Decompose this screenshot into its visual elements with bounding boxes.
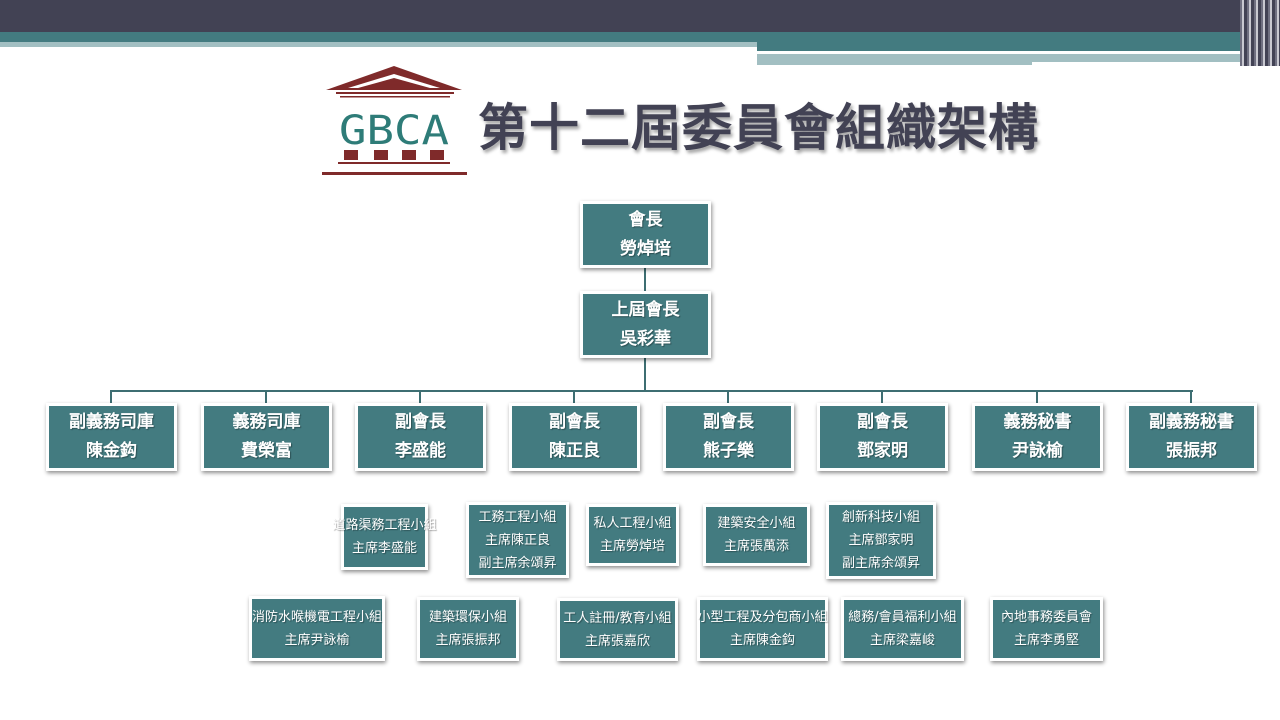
- name: 費榮富: [241, 441, 292, 461]
- connector-drop: [265, 390, 267, 406]
- header-bar: [0, 0, 1280, 32]
- connector-drop: [573, 390, 575, 406]
- committee-name: 私人工程小組: [593, 516, 672, 531]
- connector-drop: [727, 390, 729, 406]
- committee-chair: 主席張振邦: [435, 633, 501, 648]
- connector-drop: [1190, 390, 1192, 406]
- officer-box: 副會長熊子樂: [663, 403, 794, 471]
- committee-chair: 主席陳金鈎: [729, 633, 795, 648]
- header-teal-band-right: [757, 42, 1280, 51]
- header-light-band: [0, 42, 757, 47]
- committee-chair: 主席勞焯培: [599, 539, 665, 554]
- committee-chair: 主席張萬添: [723, 539, 789, 554]
- committee-box: 小型工程及分包商小組主席陳金鈎: [697, 597, 828, 661]
- committee-box: 工人註冊/教育小組主席張嘉欣: [557, 598, 678, 661]
- name: 陳金鈎: [86, 441, 137, 461]
- name: 鄧家明: [857, 441, 908, 461]
- committee-box: 工務工程小組主席陳正良副主席余頌昇: [466, 502, 569, 578]
- president-box: 會長 勞焯培: [580, 201, 711, 268]
- committee-box: 創新科技小組主席鄧家明副主席余頌昇: [826, 502, 936, 579]
- role: 副會長: [857, 412, 908, 432]
- role: 副會長: [703, 412, 754, 432]
- connector: [644, 267, 646, 293]
- role: 上屆會長: [611, 299, 680, 320]
- committee-chair: 主席李盛能: [351, 541, 417, 556]
- committee-box: 私人工程小組主席勞焯培: [586, 504, 679, 566]
- committee-name: 建築環保小組: [428, 610, 507, 625]
- name: 熊子樂: [703, 441, 754, 461]
- committee-box: 內地事務委員會主席李勇堅: [990, 597, 1103, 661]
- past-president-box: 上屆會長 吳彩華: [580, 291, 711, 358]
- header-light-band-right: [757, 54, 1260, 62]
- name: 張振邦: [1166, 441, 1217, 461]
- name: 勞焯培: [620, 238, 671, 259]
- committee-name: 道路渠務工程小組: [332, 518, 437, 533]
- officer-box: 副義務司庫陳金鈎: [46, 403, 177, 471]
- committee-chair: 主席尹詠榆: [284, 632, 350, 648]
- role: 義務司庫: [232, 412, 301, 432]
- committee-chair: 副主席余頌昇: [841, 556, 920, 571]
- role: 副會長: [549, 412, 600, 432]
- role: 副義務秘書: [1149, 412, 1234, 432]
- committee-box: 建築環保小組主席張振邦: [417, 597, 519, 661]
- officer-box: 副會長陳正良: [509, 403, 640, 471]
- committee-name: 工人註冊/教育小組: [563, 610, 672, 626]
- committee-name: 小型工程及分包商小組: [697, 610, 828, 625]
- committee-chair: 主席陳正良: [484, 532, 550, 548]
- committee-box: 消防水喉機電工程小組主席尹詠榆: [249, 596, 385, 661]
- committee-box: 建築安全小組主席張萬添: [703, 504, 810, 566]
- role: 副義務司庫: [69, 412, 154, 432]
- committee-name: 內地事務委員會: [1000, 610, 1092, 625]
- officer-box: 副會長李盛能: [355, 403, 486, 471]
- role: 副會長: [395, 412, 446, 432]
- committee-name: 工務工程小組: [478, 509, 557, 525]
- name: 陳正良: [549, 441, 600, 461]
- role: 會長: [628, 209, 663, 230]
- officer-box: 義務司庫費榮富: [201, 403, 332, 471]
- connector-horizontal: [110, 390, 1193, 392]
- officer-box: 義務秘書尹詠榆: [972, 403, 1103, 471]
- name: 吳彩華: [620, 328, 671, 349]
- page-title: 第十二屆委員會組織架構: [478, 99, 1039, 157]
- name: 李盛能: [395, 441, 446, 461]
- officer-box: 副會長鄧家明: [817, 403, 948, 471]
- committee-name: 建築安全小組: [717, 516, 796, 531]
- header-stripes: [1240, 0, 1280, 66]
- header-teal-band: [0, 32, 1280, 42]
- connector-drop: [110, 390, 112, 406]
- committee-box: 總務/會員福利小組主席梁嘉峻: [841, 597, 964, 661]
- committee-chair: 主席梁嘉峻: [869, 633, 935, 648]
- connector-drop: [419, 390, 421, 406]
- gbca-logo: GBCA: [322, 64, 467, 177]
- committee-name: 創新科技小組: [841, 510, 920, 525]
- role: 義務秘書: [1003, 412, 1072, 432]
- committee-chair: 主席鄧家明: [848, 533, 914, 548]
- committee-box: 道路渠務工程小組主席李盛能: [333, 504, 437, 570]
- svg-text:GBCA: GBCA: [339, 108, 449, 154]
- officer-box: 副義務秘書張振邦: [1126, 403, 1257, 471]
- connector: [644, 357, 646, 391]
- committee-chair: 主席李勇堅: [1013, 633, 1079, 648]
- committee-chair: 主席張嘉欣: [584, 633, 650, 649]
- connector-drop: [881, 390, 883, 406]
- committee-name: 總務/會員福利小組: [848, 610, 957, 625]
- committee-name: 消防水喉機電工程小組: [252, 609, 383, 625]
- header-light-band-right2: [757, 62, 1032, 65]
- name: 尹詠榆: [1012, 441, 1063, 461]
- connector-drop: [1036, 390, 1038, 406]
- committee-chair: 副主席余頌昇: [478, 555, 557, 571]
